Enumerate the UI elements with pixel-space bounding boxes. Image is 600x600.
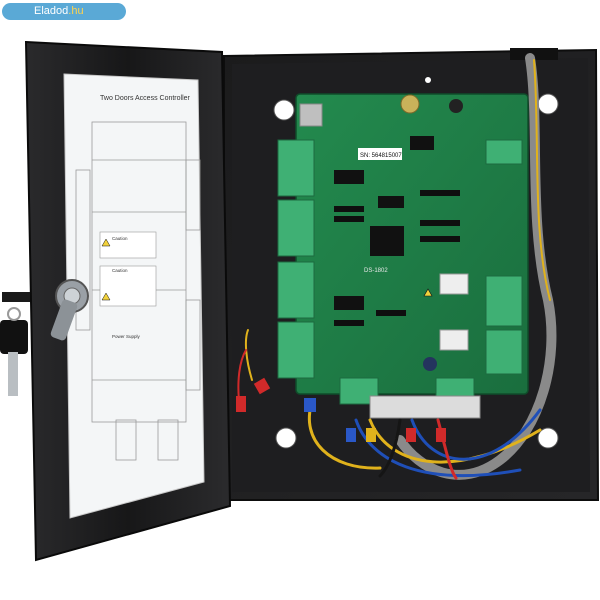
warning-icon xyxy=(423,288,433,297)
serial-label: SN: 564815007 xyxy=(360,153,402,159)
enclosure-door: Two Doors Access Controller Caution Caut… xyxy=(0,40,232,562)
watermark-badge: Eladod.hu xyxy=(2,3,126,20)
model-label: DS-1802 xyxy=(364,268,388,274)
caution-icon xyxy=(101,292,111,301)
circuit-board: SN: 564815007 DS-1802 xyxy=(277,93,529,419)
caution-label-2: Caution xyxy=(112,268,128,273)
key-icon xyxy=(0,307,28,396)
lock-icon xyxy=(2,279,89,341)
power-supply-label: Power Supply xyxy=(112,334,141,339)
watermark-tld: .hu xyxy=(68,5,84,17)
door-label-title: Two Doors Access Controller xyxy=(100,95,191,102)
watermark-site: Eladod xyxy=(34,5,69,17)
caution-icon xyxy=(101,238,111,247)
mounting-hole-icon xyxy=(273,77,559,449)
cable-grommet xyxy=(510,48,558,60)
caution-label-1: Caution xyxy=(112,236,128,241)
wiring xyxy=(236,53,557,480)
